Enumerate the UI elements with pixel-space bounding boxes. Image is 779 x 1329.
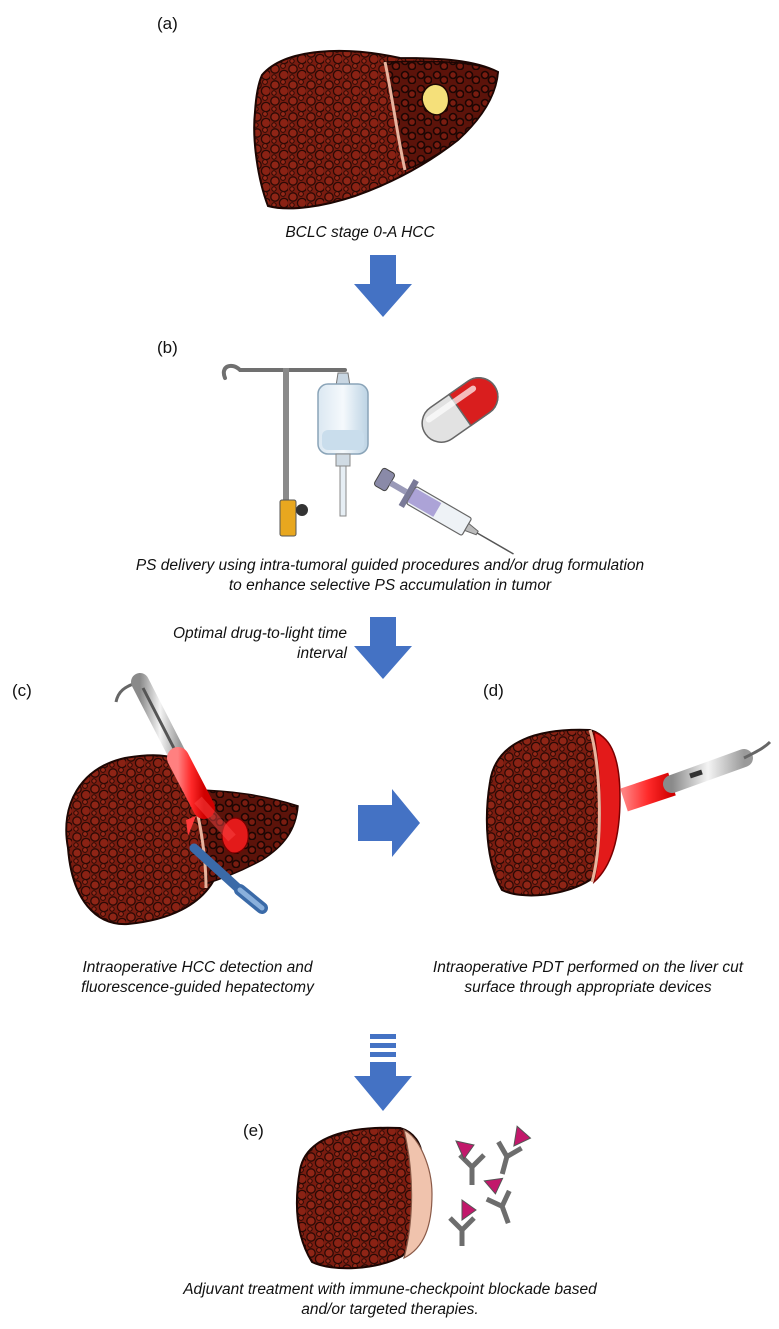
panel-b-label: (b) [157, 338, 178, 357]
panel-c-label: (c) [12, 681, 32, 700]
liver-icon [253, 49, 500, 210]
laser-probe-icon [620, 740, 772, 812]
panel-e-caption-line2: and/or targeted therapies. [301, 1301, 479, 1318]
panel-c-caption-line1: Intraoperative HCC detection and [82, 959, 313, 976]
tumor-icon [421, 83, 450, 116]
iv-drip-icon [221, 363, 369, 537]
liver-icon [295, 1126, 433, 1270]
panel-d-caption-line1: Intraoperative PDT performed on the live… [432, 959, 744, 976]
panel-a-label: (a) [157, 14, 178, 33]
antibody-icon [455, 1140, 486, 1185]
panel-a-caption: BCLC stage 0-A HCC [285, 224, 435, 241]
panel-d-caption-line2: surface through appropriate devices [464, 979, 712, 996]
antibody-icon [496, 1125, 532, 1175]
interval-label-line1: Optimal drug-to-light time [172, 625, 347, 642]
down-arrow-1 [354, 255, 412, 317]
down-arrow-3 [354, 1034, 412, 1111]
panel-b-caption-line1: PS delivery using intra-tumoral guided p… [135, 557, 645, 574]
syringe-icon [374, 467, 514, 555]
liver-icon [485, 728, 621, 897]
panel-b-caption-line2: to enhance selective PS accumulation in … [228, 577, 552, 594]
right-arrow [358, 789, 420, 857]
panel-c-caption-line2: fluorescence-guided hepatectomy [81, 979, 314, 996]
liver-icon [65, 754, 299, 926]
antibody-icon [483, 1177, 512, 1225]
panel-e-label: (e) [243, 1121, 264, 1140]
capsule-icon [421, 377, 499, 443]
antibody-icon [448, 1199, 477, 1246]
interval-label-line2: interval [297, 645, 347, 662]
panel-d-label: (d) [483, 681, 504, 700]
panel-e-caption-line1: Adjuvant treatment with immune-checkpoin… [183, 1281, 597, 1298]
laser-probe-icon [114, 673, 236, 842]
down-arrow-2 [354, 617, 412, 679]
